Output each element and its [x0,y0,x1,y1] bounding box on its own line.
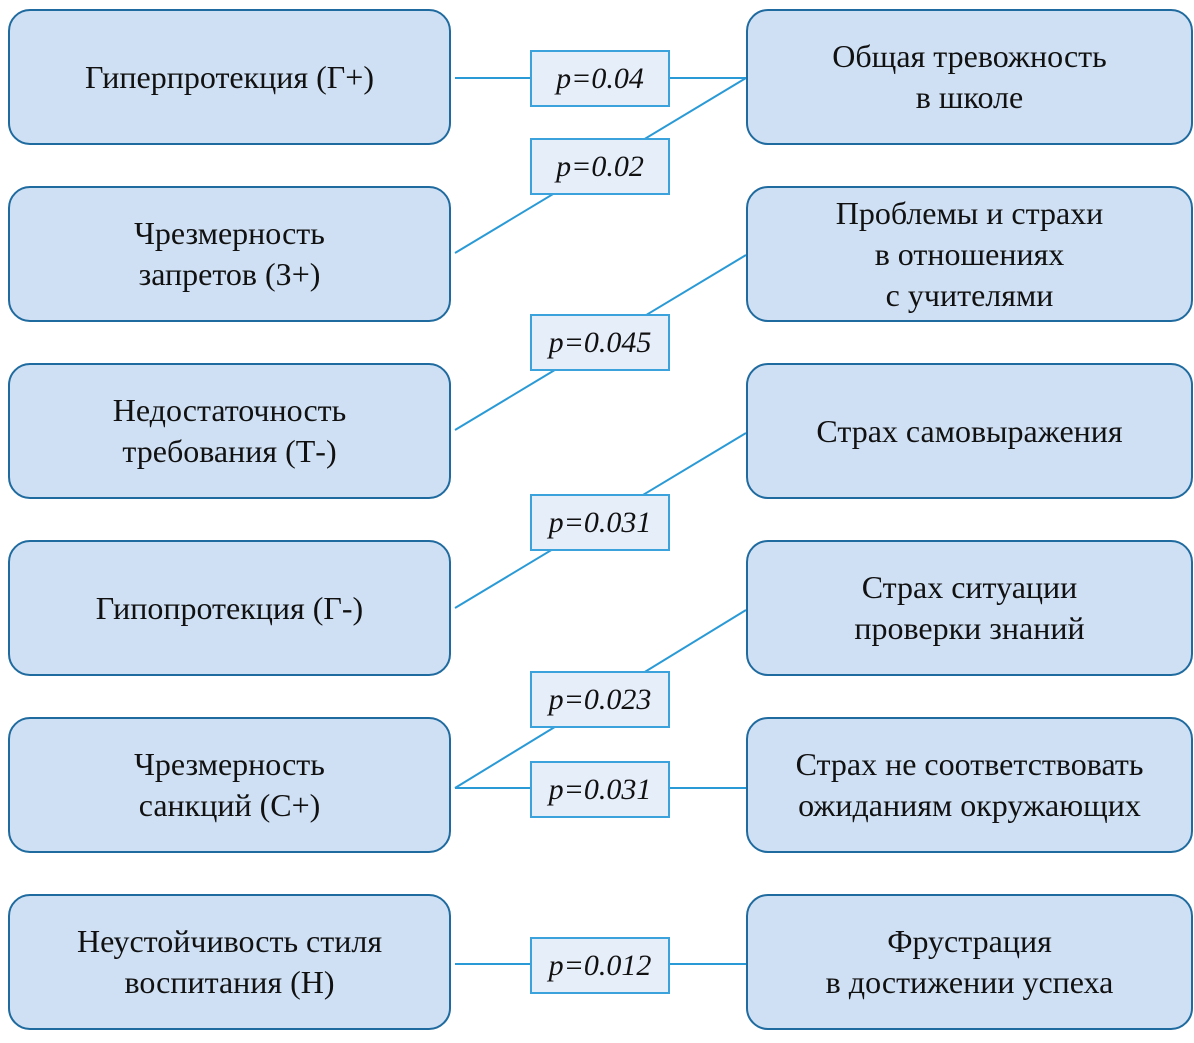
p-value-label: p=0.02 [530,138,670,195]
p-value-label: p=0.031 [530,494,670,551]
right-box-frustration: Фрустрация в достижении успеха [746,894,1193,1030]
right-box-teacher-relations: Проблемы и страхи в отношениях с учителя… [746,186,1193,322]
right-box-expectations: Страх не соответствовать ожиданиям окруж… [746,717,1193,853]
p-value-label: p=0.012 [530,937,670,994]
left-box-hypoprotection: Гипопротекция (Г-) [8,540,451,676]
p-value-label: p=0.031 [530,761,670,818]
left-box-hyperprotection: Гиперпротекция (Г+) [8,9,451,145]
left-box-excessive-sanctions: Чрезмерность санкций (С+) [8,717,451,853]
right-box-knowledge-check: Страх ситуации проверки знаний [746,540,1193,676]
right-box-self-expression: Страх самовыражения [746,363,1193,499]
p-value-label: p=0.04 [530,50,670,107]
left-box-excessive-prohibitions: Чрезмерность запретов (З+) [8,186,451,322]
left-box-insufficient-demands: Недостаточность требования (Т-) [8,363,451,499]
p-value-label: p=0.045 [530,314,670,371]
left-box-unstable-style: Неустойчивость стиля воспитания (Н) [8,894,451,1030]
right-box-general-anxiety: Общая тревожность в школе [746,9,1193,145]
p-value-label: p=0.023 [530,671,670,728]
